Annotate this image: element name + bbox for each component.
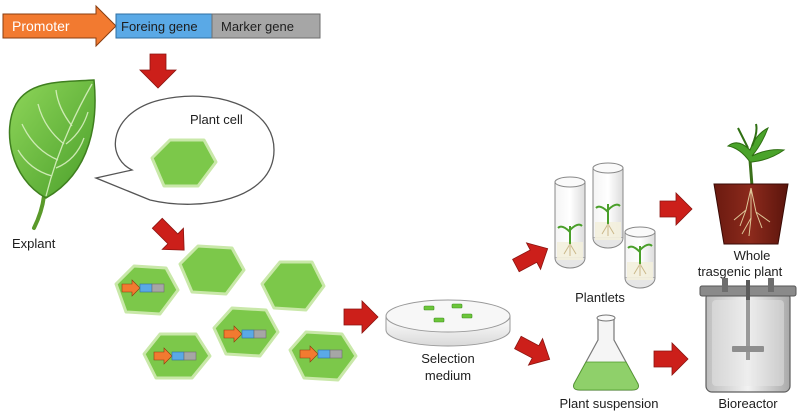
leaf-explant	[8, 79, 96, 230]
gene-construct: Promoter Foreing gene Marker gene	[2, 4, 321, 48]
plant-cell	[178, 244, 246, 296]
selection-medium-label-1: Selection	[421, 351, 474, 366]
plant-suspension-label: Plant suspension	[559, 396, 658, 411]
arrow-down-1	[139, 53, 177, 89]
promoter-label: Promoter	[12, 18, 70, 34]
transformed-cell	[212, 306, 280, 358]
erlenmeyer-flask	[573, 314, 639, 391]
bioreactor-label: Bioreactor	[718, 396, 778, 411]
plant-cell-icon	[150, 138, 218, 188]
leaf-blade	[8, 79, 96, 199]
bioreactor-vessel	[699, 278, 797, 393]
arrow-diagonal	[151, 217, 185, 251]
whole-plant-label-1: Whole	[734, 248, 771, 263]
plantlet-tubes	[554, 162, 656, 289]
foreign-gene-label: Foreing gene	[121, 19, 198, 34]
explant-label: Explant	[12, 236, 56, 251]
leaf-stem	[32, 194, 46, 230]
marker-gene-label: Marker gene	[221, 19, 294, 34]
petri-dish	[385, 299, 511, 347]
potted-plant	[713, 123, 789, 245]
promoter-arrow	[2, 4, 117, 48]
test-tube	[592, 162, 624, 249]
transformed-cell	[288, 330, 358, 382]
whole-plant-label-2: trasgenic plant	[698, 264, 783, 279]
arrow-to-suspension	[514, 335, 551, 366]
test-tube	[624, 226, 656, 289]
transformed-cell	[114, 264, 180, 316]
arrow-to-bioreactor	[653, 342, 689, 376]
test-tube	[554, 176, 586, 269]
arrow-to-pot	[659, 192, 693, 226]
arrow-to-dish	[343, 300, 379, 334]
arrow-to-plantlets	[512, 242, 549, 273]
cell-group	[114, 244, 358, 382]
marker-gene-box	[211, 13, 321, 39]
plantlets-label: Plantlets	[575, 290, 625, 305]
transformed-cell	[142, 332, 212, 380]
plant-cell-label: Plant cell	[190, 112, 243, 127]
plant-cell	[260, 260, 326, 312]
selection-medium-label-2: medium	[425, 368, 471, 383]
